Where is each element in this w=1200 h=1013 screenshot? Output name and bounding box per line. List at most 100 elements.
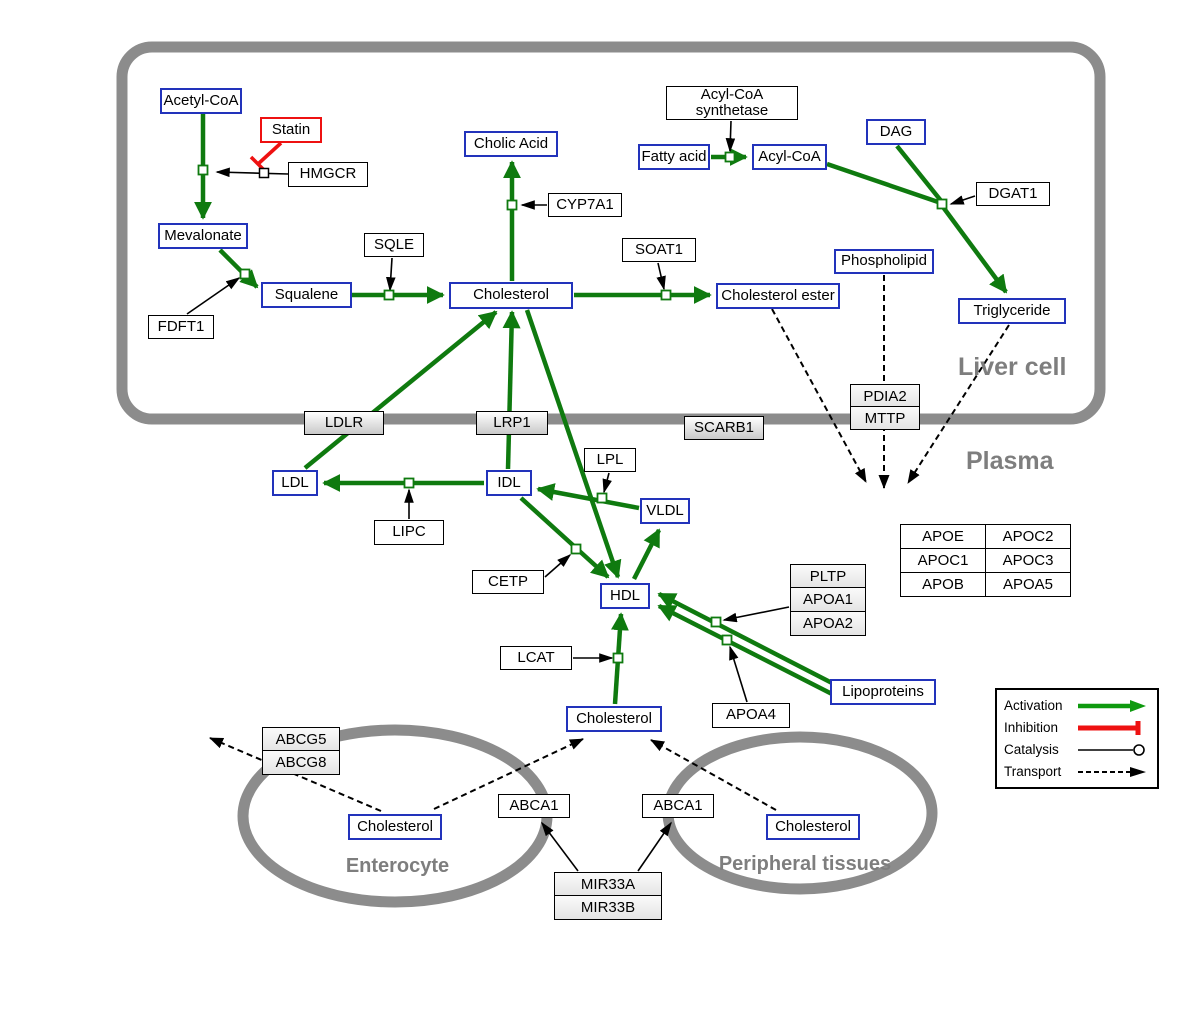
node-cholesterol-ester[interactable]: Cholesterol ester: [716, 283, 840, 309]
activation-arrow-icon: [1078, 699, 1146, 712]
reaction-node: [197, 164, 209, 176]
node-dgat1[interactable]: DGAT1: [976, 182, 1050, 206]
peripheral-tissues-label: Peripheral tissues: [718, 853, 892, 875]
legend: Activation Inhibition Catalysis Transpor…: [995, 688, 1159, 789]
node-mir33b[interactable]: MIR33B: [554, 895, 662, 921]
edge-acylcoa-junction: [826, 161, 942, 206]
node-mevalonate[interactable]: Mevalonate: [158, 223, 248, 249]
node-ldlr[interactable]: LDLR: [304, 411, 384, 435]
node-sqle[interactable]: SQLE: [364, 233, 424, 257]
legend-row-inhibition: Inhibition: [1004, 717, 1150, 738]
edge-mir33-abca1-left: [541, 821, 579, 872]
node-apob[interactable]: APOB: [900, 572, 986, 597]
apolipoprotein-table: APOE APOC2 APOC1 APOC3 APOB APOA5: [900, 524, 1071, 597]
node-apoc1[interactable]: APOC1: [900, 548, 986, 573]
pdia2-mttp-stack: PDIA2 MTTP: [850, 384, 920, 431]
hmgcr-anchor-node: [258, 167, 270, 179]
edge-mir33-abca1-right: [637, 821, 672, 872]
node-phospholipid[interactable]: Phospholipid: [834, 249, 934, 274]
node-fatty-acid[interactable]: Fatty acid: [638, 144, 710, 170]
node-statin[interactable]: Statin: [260, 117, 322, 143]
node-triglyceride[interactable]: Triglyceride: [958, 298, 1066, 324]
node-hdl[interactable]: HDL: [600, 583, 650, 609]
abcg-stack: ABCG5 ABCG8: [262, 727, 340, 776]
legend-inhibition-label: Inhibition: [1004, 720, 1059, 735]
edge-apoa4-catalysis: [729, 645, 748, 703]
edge-sqle-catalysis: [386, 257, 396, 292]
reaction-node: [239, 268, 251, 280]
node-pltp[interactable]: PLTP: [790, 564, 866, 589]
edge-vldl-idl: [536, 483, 640, 511]
edge-ldl-cholesterol: [303, 310, 498, 470]
node-lpl[interactable]: LPL: [584, 448, 636, 472]
node-apoa1[interactable]: APOA1: [790, 587, 866, 613]
node-scarb1[interactable]: SCARB1: [684, 416, 764, 440]
node-cholesterol-peripheral[interactable]: Cholesterol: [766, 814, 860, 840]
node-acetyl-coa[interactable]: Acetyl-CoA: [160, 88, 242, 114]
node-cholic-acid[interactable]: Cholic Acid: [464, 131, 558, 157]
edge-peripheral-cholesterol-abca1: [650, 739, 777, 811]
node-pdia2[interactable]: PDIA2: [850, 384, 920, 408]
node-lrp1[interactable]: LRP1: [476, 411, 548, 435]
node-apoc2[interactable]: APOC2: [985, 524, 1071, 549]
edge-cholesterol-hdl: [524, 309, 622, 579]
reaction-node: [383, 289, 395, 301]
mir33-stack: MIR33A MIR33B: [554, 872, 662, 921]
node-soat1[interactable]: SOAT1: [622, 238, 696, 262]
node-apoa5[interactable]: APOA5: [985, 572, 1071, 597]
plasma-label: Plasma: [966, 447, 1054, 475]
node-lcat[interactable]: LCAT: [500, 646, 572, 670]
node-abcg5[interactable]: ABCG5: [262, 727, 340, 752]
edge-dag-junction: [895, 144, 944, 204]
legend-row-activation: Activation: [1004, 695, 1150, 716]
node-lipoproteins[interactable]: Lipoproteins: [830, 679, 936, 705]
edge-dgat1-catalysis: [949, 195, 976, 205]
edge-junction-triglyceride: [941, 205, 1008, 294]
reaction-node: [710, 616, 722, 628]
node-dag[interactable]: DAG: [866, 119, 926, 145]
node-apoe[interactable]: APOE: [900, 524, 986, 549]
legend-row-catalysis: Catalysis: [1004, 739, 1150, 760]
node-abca1-right[interactable]: ABCA1: [642, 794, 714, 818]
reaction-node: [506, 199, 518, 211]
legend-transport-label: Transport: [1004, 764, 1062, 779]
edge-soat1-catalysis: [656, 262, 666, 291]
node-mir33a[interactable]: MIR33A: [554, 872, 662, 897]
edge-idl-cholesterol: [502, 310, 521, 470]
edge-mevalonate-squalene: [218, 248, 259, 289]
node-abcg8[interactable]: ABCG8: [262, 750, 340, 776]
node-cholesterol-plasma[interactable]: Cholesterol: [566, 706, 662, 732]
edge-triglyceride-plasma: [907, 324, 1010, 484]
reaction-node: [570, 543, 582, 555]
node-idl[interactable]: IDL: [486, 470, 532, 496]
node-acyl-coa-synthetase[interactable]: Acyl-CoA synthetase: [666, 86, 798, 120]
node-cyp7a1[interactable]: CYP7A1: [548, 193, 622, 217]
edge-cholesterolester-plasma: [771, 308, 867, 483]
transport-dashed-arrow-icon: [1078, 766, 1146, 777]
edge-cetp-catalysis: [544, 553, 572, 578]
node-vldl[interactable]: VLDL: [640, 498, 690, 524]
edge-idl-hdl-cetp: [519, 496, 610, 579]
node-acyl-coa[interactable]: Acyl-CoA: [752, 144, 827, 170]
node-cholesterol-enterocyte[interactable]: Cholesterol: [348, 814, 442, 840]
node-apoa4[interactable]: APOA4: [712, 703, 790, 728]
reaction-node: [936, 198, 948, 210]
node-cholesterol-liver[interactable]: Cholesterol: [449, 282, 573, 309]
edge-hmgcr-catalysis: [215, 167, 289, 178]
node-fdft1[interactable]: FDFT1: [148, 315, 214, 339]
node-apoa2[interactable]: APOA2: [790, 610, 866, 636]
edge-hdl-vldl: [631, 528, 662, 581]
node-lipc[interactable]: LIPC: [374, 520, 444, 545]
node-apoc3[interactable]: APOC3: [985, 548, 1071, 573]
liver-cell-membrane: [116, 41, 1106, 425]
node-abca1-left[interactable]: ABCA1: [498, 794, 570, 818]
node-cetp[interactable]: CETP: [472, 570, 544, 594]
legend-activation-label: Activation: [1004, 698, 1063, 713]
node-squalene[interactable]: Squalene: [261, 282, 352, 308]
node-ldl[interactable]: LDL: [272, 470, 318, 496]
node-hmgcr[interactable]: HMGCR: [288, 162, 368, 187]
edge-lipoproteins-hdl-lower: [657, 603, 834, 697]
node-mttp[interactable]: MTTP: [850, 406, 920, 431]
